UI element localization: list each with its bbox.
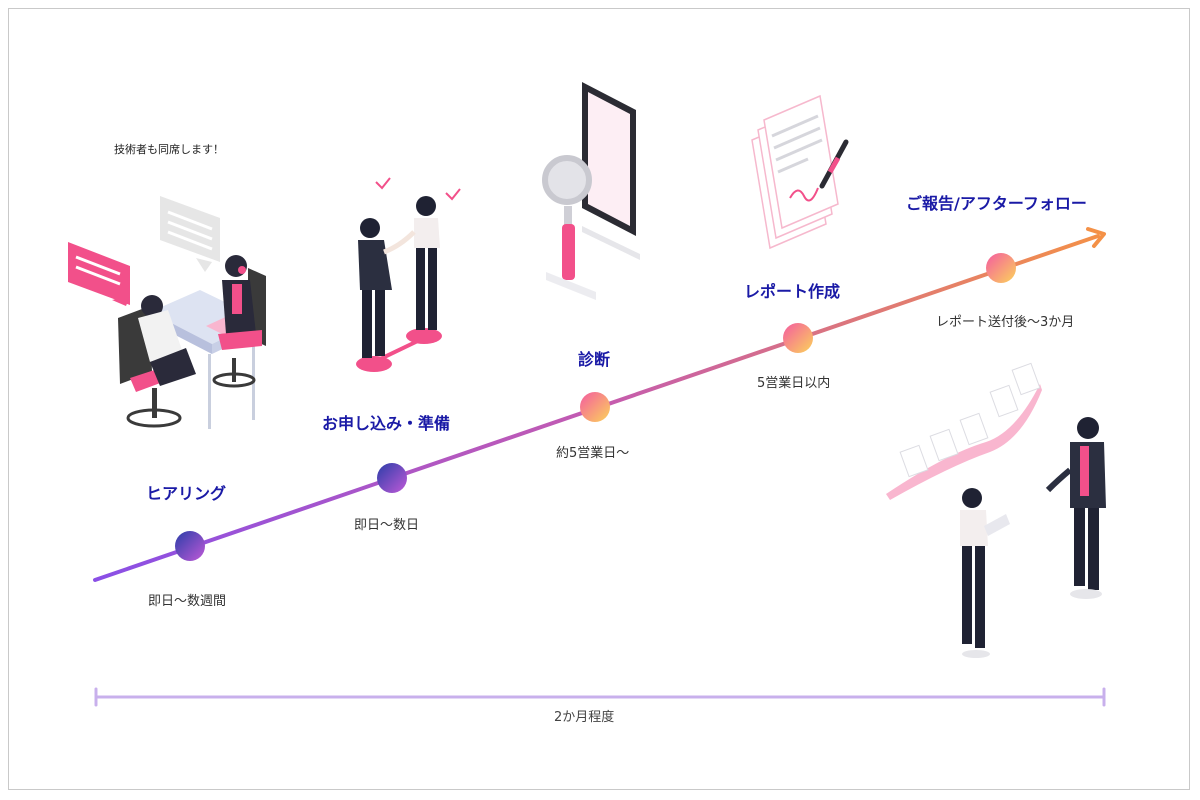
span-bracket: [94, 687, 1106, 707]
step-duration-diagnosis: 約5営業日〜: [556, 446, 630, 461]
report-illustration: [751, 94, 849, 250]
meeting-illustration: [68, 196, 266, 429]
handshake-illustration: [356, 177, 461, 372]
step-dot-followup: [986, 253, 1016, 283]
diagnosis-illustration: [542, 82, 640, 300]
step-title-followup: ご報告/アフターフォロー: [906, 194, 1087, 213]
step-duration-application: 即日〜数日: [354, 518, 420, 533]
step-dot-diagnosis: [580, 392, 610, 422]
step-duration-report: 5営業日以内: [757, 376, 831, 391]
step-title-report: レポート作成: [744, 282, 841, 301]
total-duration-label: 2か月程度: [554, 710, 615, 725]
timeline-arrowhead: [1086, 227, 1106, 248]
step-dot-report: [783, 323, 813, 353]
step-duration-hearing: 即日〜数週間: [148, 594, 227, 609]
followup-illustration: [886, 362, 1106, 658]
step-title-diagnosis: 診断: [578, 350, 611, 369]
attendance-note: 技術者も同席します！: [114, 143, 224, 156]
step-title-hearing: ヒアリング: [146, 484, 227, 503]
step-duration-followup: レポート送付後〜3か月: [936, 315, 1075, 330]
step-title-application: お申し込み・準備: [322, 414, 451, 433]
step-dot-hearing: [175, 531, 205, 561]
step-dot-application: [377, 463, 407, 493]
